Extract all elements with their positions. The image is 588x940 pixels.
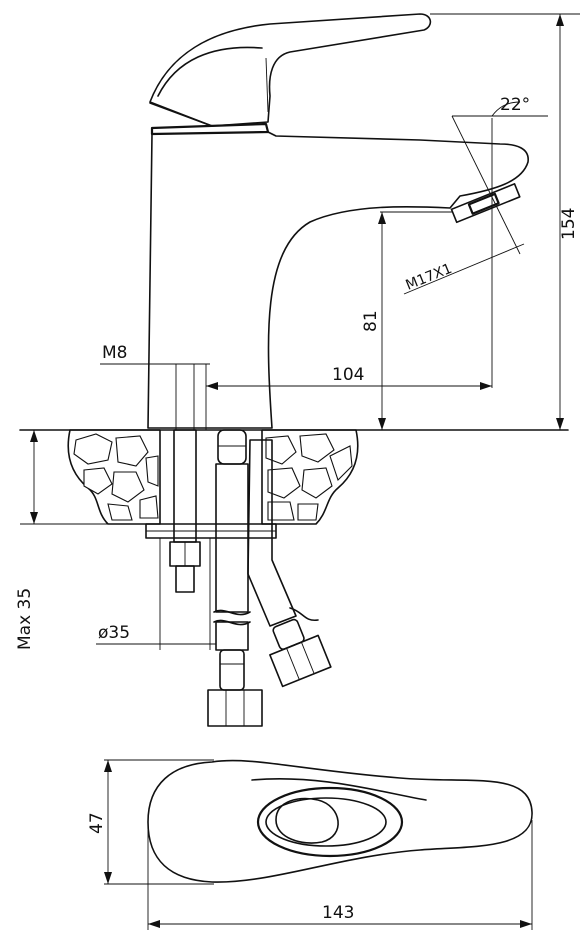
lever-underside	[149, 102, 213, 127]
label-thread-outlet: M17X1	[404, 261, 455, 294]
hose-nut-right	[269, 634, 332, 688]
aerator	[450, 183, 521, 224]
hose-nut-left	[207, 689, 263, 727]
faucet-body	[147, 131, 529, 429]
top-view-ridge	[251, 777, 427, 801]
mounting-stud	[169, 429, 201, 593]
hose-nut-right-face-2	[301, 641, 315, 674]
top-view-outline	[147, 759, 533, 883]
label-spout-height: 81	[361, 310, 381, 332]
countertop-section	[19, 429, 569, 539]
stone-texture-right	[265, 433, 353, 521]
faucet-top-view	[104, 759, 533, 930]
top-view-cap-outer	[256, 786, 404, 858]
label-stud-thread: M8	[102, 343, 127, 363]
label-total-height: 154	[559, 208, 579, 240]
label-body-width: 47	[87, 812, 107, 834]
dim-angle-line	[451, 115, 521, 255]
flexible-hose-right	[247, 439, 332, 688]
label-body-length: 143	[322, 903, 354, 923]
top-view-lever-pad	[275, 797, 339, 844]
dimension-lines	[20, 13, 580, 650]
label-spout-reach: 104	[332, 365, 364, 385]
dim-thread-leader	[403, 243, 525, 295]
stone-block-right	[261, 429, 359, 525]
label-max-thickness: Max 35	[15, 588, 35, 650]
lever-edge	[265, 57, 269, 113]
hose-break-left-top	[213, 609, 251, 616]
hose-break-right	[289, 607, 319, 622]
cartridge-cap	[150, 122, 270, 136]
label-angle: 22°	[500, 95, 530, 115]
stone-texture-left	[73, 433, 159, 521]
hose-nut-right-face-1	[286, 647, 300, 680]
flexible-hose-left	[207, 429, 263, 727]
lever-highlight	[157, 46, 263, 97]
lever-handle	[149, 13, 432, 127]
faucet-front-view	[147, 13, 529, 429]
top-view-cap-inner	[265, 797, 387, 847]
label-hole-diameter: ø35	[98, 623, 130, 643]
